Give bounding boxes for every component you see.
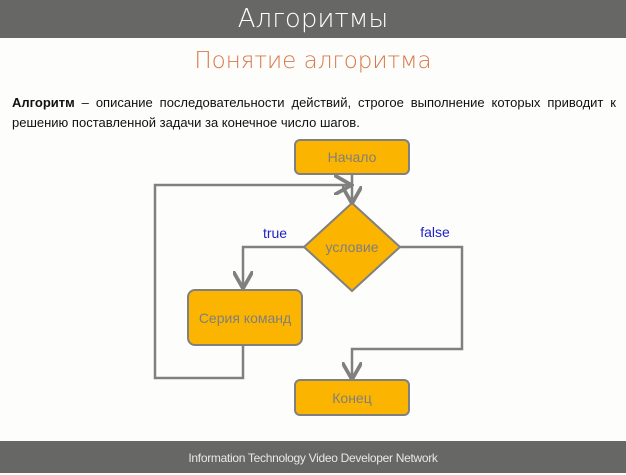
slide-subtitle: Понятие алгоритма [194,48,432,74]
process-label: Серия команд [199,310,291,326]
definition-body: – описание последовательности действий, … [12,95,616,130]
footer-text: Information Technology Video Developer N… [0,441,626,473]
true-branch-line [243,245,304,286]
definition-text: Алгоритм – описание последовательности д… [12,93,616,133]
end-box [294,379,410,416]
start-box [294,139,410,175]
definition-term: Алгоритм [12,95,75,110]
condition-label: условие [326,239,379,255]
false-branch-line [352,245,464,377]
flowchart: Начало условие Серия команд Конец true f… [153,139,464,416]
false-label: false [420,224,450,240]
condition-diamond [302,201,402,293]
end-label: Конец [332,390,371,406]
true-label: true [263,225,287,241]
process-box [187,289,303,346]
loop-back-line [153,185,349,380]
header-title: Алгоритмы [0,0,626,38]
start-label: Начало [328,149,377,165]
